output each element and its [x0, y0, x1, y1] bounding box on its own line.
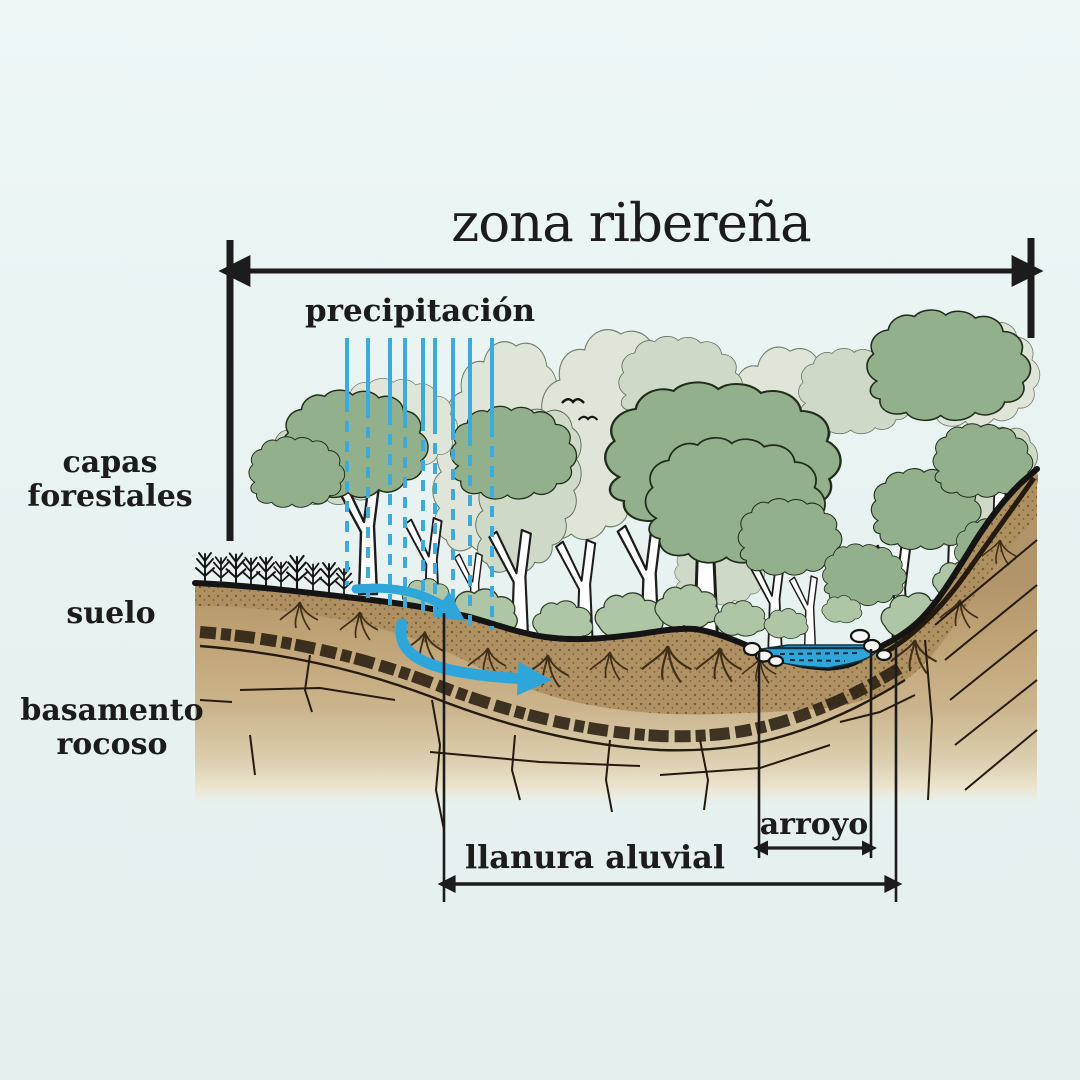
terrain-cross-section [192, 466, 1040, 831]
bedrock-cracks [199, 539, 1038, 831]
dimension-annotations [218, 238, 1044, 902]
precipitation-lines [345, 338, 494, 630]
soil-label: suelo [66, 596, 156, 631]
subsurface-flow-arrow [395, 618, 552, 696]
stream-label: arroyo [759, 807, 869, 842]
topsoil-stipple [195, 469, 1037, 715]
surface-flow-arrow [351, 583, 466, 622]
infiltration-arrows [351, 583, 552, 696]
precipitation-label: precipitación [304, 293, 536, 329]
cobble-layer [199, 476, 1037, 752]
floodplain-label: llanura aluvial [464, 838, 726, 876]
forest-layers-label: capas forestales [27, 445, 193, 514]
bedrock-label: basamento rocoso [20, 693, 204, 762]
diagram-title: zona ribereña [451, 193, 811, 254]
